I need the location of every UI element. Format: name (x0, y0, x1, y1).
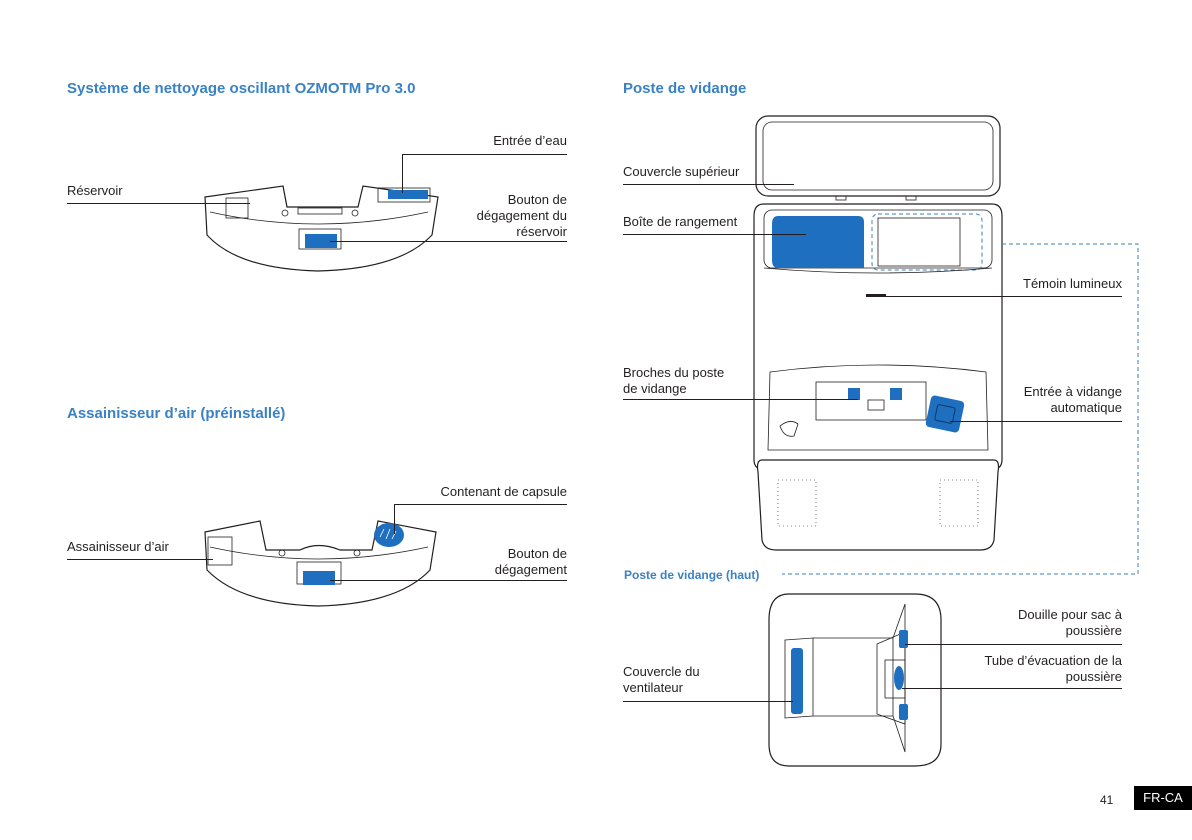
fan-cover-part (791, 648, 803, 714)
tank-release-leader (330, 241, 567, 242)
station-illustration (753, 115, 1003, 551)
station-top-illustration (768, 593, 942, 767)
mop-tank-illustration (204, 185, 439, 272)
station-pins-leader (623, 399, 858, 400)
capsule-container-leader-drop (394, 504, 395, 534)
fan-cover-leader (623, 701, 793, 702)
fan-cover-label-line1: Couvercle du (623, 664, 700, 679)
freshener-release-label-line2: dégagement (494, 562, 567, 577)
fan-cover-label-line2: ventilateur (623, 680, 683, 695)
indicator-light-part (866, 294, 886, 297)
mop-system-heading: Système de nettoyage oscillant OZMOTM Pr… (67, 80, 416, 97)
page-number: 41 (1100, 793, 1114, 807)
dust-tube-part (894, 666, 904, 690)
water-inlet-leader (402, 154, 567, 155)
dust-bag-socket-label-line2: poussière (1065, 623, 1122, 638)
auto-empty-inlet-label-line2: automatique (1050, 400, 1122, 415)
freshener-release-button-part (303, 571, 335, 585)
water-inlet-part (388, 190, 428, 199)
station-pins-label-line1: Broches du poste (623, 365, 725, 380)
dust-tube-label-line1: Tube d’évacuation de la (984, 653, 1122, 668)
water-inlet-label: Entrée d’eau (493, 133, 567, 148)
tank-release-label-line2: dégagement du (476, 208, 567, 223)
dust-tube-label-line2: poussière (1065, 669, 1122, 684)
tank-label: Réservoir (67, 183, 123, 198)
air-freshener-leader (67, 559, 213, 560)
air-freshener-illustration (204, 520, 437, 607)
capsule-container-leader (394, 504, 567, 505)
freshener-release-leader (330, 580, 567, 581)
station-top-heading: Poste de vidange (haut) (624, 568, 760, 582)
storage-box-part (772, 216, 864, 268)
capsule-container-part (374, 523, 404, 547)
station-pin-left-part (848, 388, 860, 400)
top-cover-leader (623, 184, 794, 185)
auto-empty-inlet-leader (950, 421, 1122, 422)
air-freshener-heading: Assainisseur d’air (préinstallé) (67, 405, 286, 422)
top-cover-label: Couvercle supérieur (623, 164, 740, 179)
water-inlet-leader-drop (402, 154, 403, 193)
station-heading: Poste de vidange (623, 80, 747, 97)
capsule-container-label: Contenant de capsule (440, 484, 567, 499)
dust-bag-socket-part (899, 630, 908, 648)
tank-release-label-line1: Bouton de (507, 192, 567, 207)
air-freshener-label: Assainisseur d’air (67, 539, 169, 554)
station-top-connector (782, 243, 1139, 575)
storage-box-leader (623, 234, 806, 235)
station-pin-right-part (890, 388, 902, 400)
tank-release-button-part (305, 234, 337, 248)
auto-empty-inlet-label-line1: Entrée à vidange (1023, 384, 1122, 399)
tank-leader (67, 203, 250, 204)
storage-box-label: Boîte de rangement (623, 214, 738, 229)
tank-release-label-line3: réservoir (516, 224, 567, 239)
freshener-release-label-line1: Bouton de (507, 546, 567, 561)
dust-bag-socket-leader (905, 644, 1122, 645)
region-badge: FR-CA (1134, 786, 1192, 810)
indicator-light-label: Témoin lumineux (1023, 276, 1122, 291)
auto-empty-inlet-part (925, 395, 965, 433)
station-pins-label-line2: de vidange (623, 381, 687, 396)
dust-tube-leader (902, 688, 1122, 689)
dust-bag-socket-label-line1: Douille pour sac à (1017, 607, 1122, 622)
indicator-light-leader (866, 296, 1122, 297)
